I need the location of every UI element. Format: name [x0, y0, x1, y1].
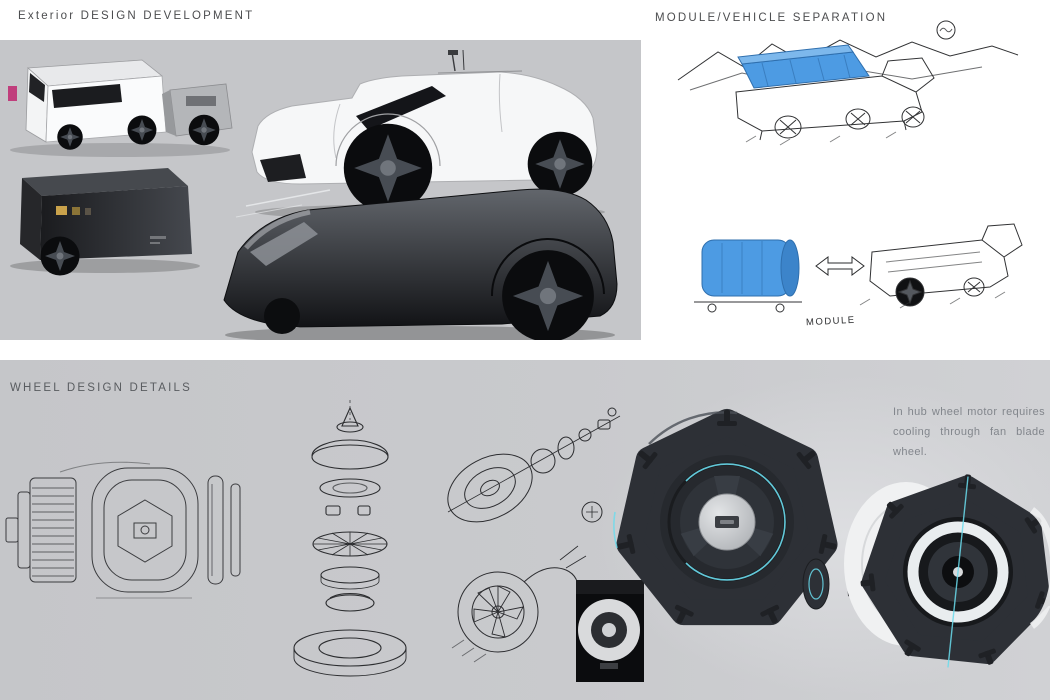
dark-vehicle-windshield: [250, 222, 318, 266]
dark-vehicle-sketch: [223, 188, 618, 340]
cyan-ring-accent: [685, 463, 786, 581]
tread-marks-rear: [860, 474, 1050, 665]
cyan-edge-accent: [613, 511, 618, 549]
module-indicator-light: [56, 206, 67, 215]
exterior-panel: [0, 40, 641, 340]
wheel-render-rear: [860, 474, 1050, 668]
separation-title: MODULE/VEHICLE SEPARATION: [655, 12, 888, 24]
tread-marks-front: [617, 410, 837, 624]
wheel-panel: WHEEL DESIGN DETAILS: [0, 360, 1050, 700]
truck-windshield: [356, 86, 446, 130]
blue-module-detached: [701, 239, 791, 297]
separation-area: MODULE/VEHICLE SEPARATION: [650, 0, 1050, 345]
wheel-exploded-stack-sketch: [293, 400, 407, 677]
separation-sketches: [677, 20, 1023, 313]
wheel-title: WHEEL DESIGN DETAILS: [10, 382, 193, 394]
separation-bottom-sketch: [694, 223, 1023, 313]
tire-sketch: [293, 629, 407, 667]
wheel-photo-inset: [576, 580, 644, 682]
cyan-axis-line: [947, 476, 969, 668]
exterior-sketches: [8, 49, 618, 340]
exterior-title: Exterior DESIGN DEVELOPMENT: [18, 10, 255, 22]
van-accent-light: [8, 86, 17, 101]
sun-sketch: [936, 20, 956, 40]
separation-top-sketch: [677, 20, 1019, 146]
wheel-sketches-and-renders: [5, 375, 1050, 695]
module-box-sketch: [10, 168, 200, 276]
wheel-note: In hub wheel motor requires cooling thro…: [893, 406, 1045, 458]
van-sketch: [8, 59, 233, 157]
wheel-exploded-side-sketch: [5, 461, 241, 599]
wheel-render-disc-edge: [1029, 507, 1050, 629]
wheel-render-front: [613, 409, 838, 626]
wheel-assembly-sketch: [447, 407, 621, 663]
separation-arrow: [815, 256, 865, 276]
